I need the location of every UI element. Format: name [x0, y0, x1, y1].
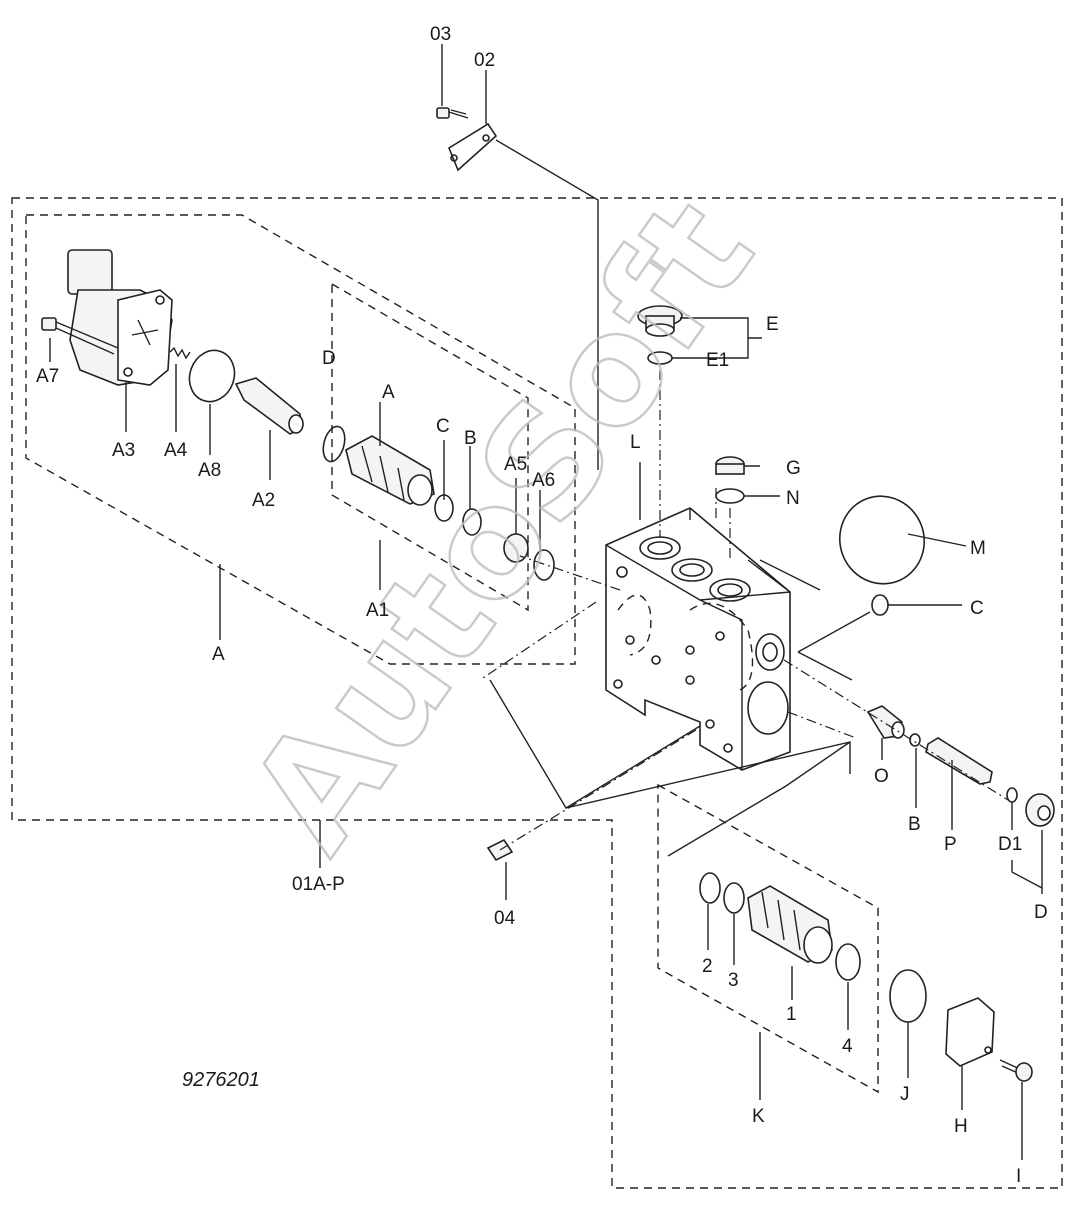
assembly-01-boundary: [11, 197, 1063, 1189]
plug-o: [866, 705, 905, 739]
label-a4: A4: [164, 440, 188, 461]
group-k-boundary: [657, 783, 879, 1094]
spool-a2: [234, 377, 304, 435]
label-a2: A2: [252, 490, 275, 511]
drawing-number: 9276201: [182, 1069, 260, 1091]
label-a3: A3: [112, 440, 135, 461]
label-g: G: [786, 458, 801, 479]
ring-a6: [533, 549, 555, 581]
label-02: 02: [474, 50, 495, 71]
label-a7: A7: [36, 366, 59, 387]
oring-4: [835, 943, 861, 981]
oring-2: [699, 872, 721, 904]
label-4: 4: [842, 1036, 853, 1057]
label-h: H: [954, 1116, 968, 1137]
pin-p: [925, 737, 993, 785]
label-k: K: [752, 1106, 765, 1127]
label-a-group: A: [212, 644, 225, 665]
cover-plate-02: [448, 122, 498, 172]
label-i: I: [1016, 1166, 1021, 1187]
label-c2: C: [970, 598, 984, 619]
group-a-boundary: [25, 214, 576, 665]
oring-b: [462, 508, 482, 536]
label-l: L: [630, 432, 641, 453]
label-04: 04: [494, 908, 516, 929]
screw-03: [436, 107, 469, 119]
label-p: P: [944, 834, 957, 855]
oring-d1: [1006, 787, 1018, 803]
ball-b2: [909, 733, 921, 747]
label-d1: D1: [998, 834, 1022, 855]
label-a6: A6: [532, 470, 555, 491]
label-a1: A1: [366, 600, 389, 621]
spring-a4: [169, 346, 191, 360]
label-m: M: [970, 538, 986, 559]
oring-3: [723, 882, 745, 914]
sleeve-a: [345, 435, 435, 506]
label-o: O: [874, 766, 889, 787]
label-a: A: [382, 382, 395, 403]
label-3: 3: [728, 970, 739, 991]
solenoid-a3: [67, 249, 173, 386]
plug-e: [637, 305, 683, 337]
bolt-i: [999, 1059, 1033, 1082]
plug-g: [715, 456, 745, 475]
group-a1-boundary: [331, 282, 529, 612]
sleeve-1: [747, 885, 833, 964]
label-e1: E1: [706, 350, 729, 371]
valve-body: [605, 507, 821, 771]
cover-h: [945, 997, 995, 1067]
label-b2: B: [908, 814, 921, 835]
cover-m: [838, 495, 926, 585]
oring-d: [322, 425, 346, 463]
oring-j: [889, 969, 927, 1023]
oring-a8: [188, 349, 236, 403]
label-2: 2: [702, 956, 713, 977]
label-d: D: [322, 348, 336, 369]
label-01a-p: 01A-P: [292, 874, 345, 895]
plug-d2: [1025, 793, 1055, 827]
washer-n: [715, 488, 745, 504]
label-d2: D: [1034, 902, 1048, 923]
label-j: J: [900, 1084, 910, 1105]
label-a5: A5: [504, 454, 527, 475]
label-1: 1: [786, 1004, 797, 1025]
label-b: B: [464, 428, 477, 449]
label-e: E: [766, 314, 779, 335]
label-c: C: [436, 416, 450, 437]
oring-c2: [871, 594, 889, 616]
bolt-a7: [41, 317, 119, 355]
label-03: 03: [430, 24, 451, 45]
label-n: N: [786, 488, 800, 509]
label-a8: A8: [198, 460, 221, 481]
